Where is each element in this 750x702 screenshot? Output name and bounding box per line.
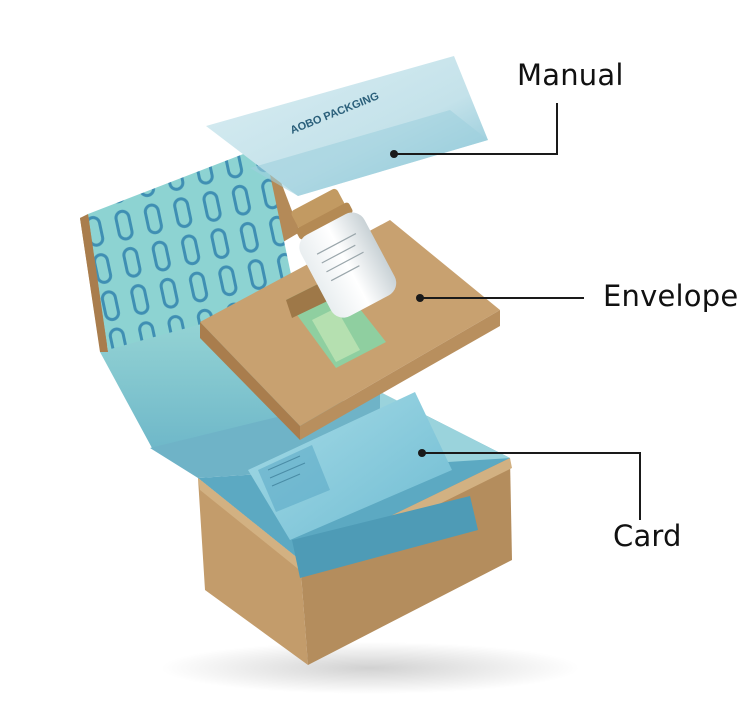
envelope-dot [416, 294, 424, 302]
manual-dot [390, 150, 398, 158]
card-dot [418, 449, 426, 457]
manual-leader-line [394, 103, 558, 155]
callout-dots [390, 150, 426, 457]
floor-shadow [160, 642, 580, 694]
box-lid [80, 146, 316, 448]
envelope-illustration [248, 392, 452, 540]
card-leader-line [422, 452, 641, 520]
bottle-illustration [291, 188, 397, 318]
envelope-label: Envelope [603, 279, 739, 313]
callout-lines [394, 103, 641, 520]
manual-label: Manual [517, 58, 624, 92]
card-label: Card [613, 519, 682, 553]
manual-illustration: AOBO PACKGING [206, 56, 488, 196]
